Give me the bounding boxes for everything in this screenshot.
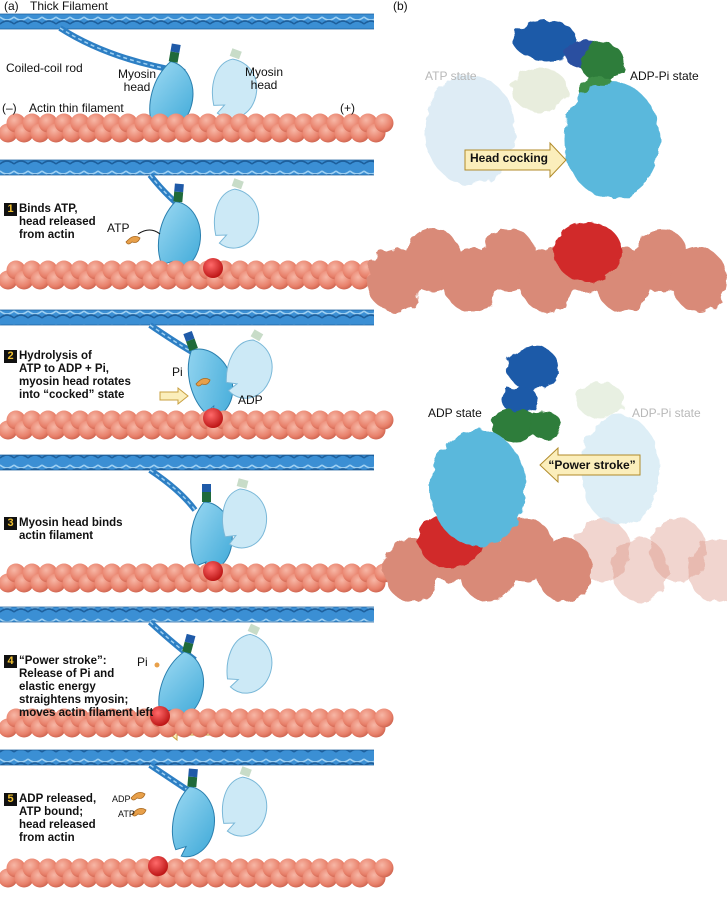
light-chain <box>169 51 180 62</box>
adp-molecule <box>131 792 145 800</box>
step-2-text: Hydrolysis of ATP to ADP + Pi, myosin he… <box>19 350 131 402</box>
head-cocking-label: Head cocking <box>468 151 550 165</box>
light-chain <box>170 43 180 52</box>
binding-arrow <box>138 230 160 234</box>
step-4-pi-label: Pi <box>137 656 148 669</box>
myosin-binding-site <box>203 408 223 428</box>
myosin-head <box>156 183 205 274</box>
myosin-head-partner <box>213 764 279 843</box>
phosphate <box>155 663 160 668</box>
actin-structure <box>367 228 727 312</box>
step-4-text: “Power stroke”: Release of Pi and elasti… <box>19 655 153 720</box>
thick-filament <box>0 310 374 325</box>
light-chain <box>240 766 252 777</box>
step-2-pi-label: Pi <box>172 366 183 379</box>
light-chain <box>248 624 260 635</box>
blue-light-chain <box>507 346 559 390</box>
green-light-chain <box>580 42 624 82</box>
step-1-atp-label: ATP <box>107 222 129 235</box>
step-2-adp-label: ADP <box>238 394 263 407</box>
light-chain <box>202 484 211 492</box>
actin-binding-site <box>554 222 622 282</box>
light-chain <box>237 478 249 488</box>
myosin-head-label-1: Myosin head <box>118 68 156 94</box>
adp-pi-ghost-neck <box>576 382 624 418</box>
myosin-binding-site <box>203 258 223 278</box>
step-5-atp-label: ATP <box>118 808 135 821</box>
thick-filament <box>0 14 374 29</box>
step-5-text: ADP released, ATP bound; head released f… <box>19 793 96 845</box>
actin-filament <box>0 856 394 888</box>
panel-a <box>0 14 394 888</box>
step-5-adp-label: ADP <box>112 793 131 806</box>
atp-state-ghost-neck <box>512 68 568 112</box>
step-2-number: 2 <box>4 350 17 363</box>
myosin-head-partner <box>205 176 271 255</box>
actin-monomer <box>375 411 394 430</box>
thick-filament <box>0 160 374 175</box>
actin-thin-filament-label: Actin thin filament <box>29 102 124 115</box>
step-4-number: 4 <box>4 655 17 668</box>
myosin-head-label-2: Myosin head <box>245 66 283 92</box>
panel-b <box>367 20 727 602</box>
power-stroke-label: “Power stroke” <box>542 458 642 472</box>
actin-filament <box>0 258 394 290</box>
step-1-number: 1 <box>4 203 17 216</box>
light-chain <box>202 492 211 502</box>
light-chain <box>174 184 184 193</box>
light-chain <box>173 191 183 202</box>
thick-filament <box>0 750 374 765</box>
thick-filament-label: Thick Filament <box>30 0 108 13</box>
panel-a-label: (a) <box>4 0 19 13</box>
myosin-binding-site <box>203 561 223 581</box>
step-1-text: Binds ATP, head released from actin <box>19 203 96 242</box>
myosin-head-partner <box>216 621 286 701</box>
actin-subunit <box>671 248 727 312</box>
panel-b-label: (b) <box>393 0 408 13</box>
actin-filament <box>0 408 394 440</box>
adp-pi-state-top-label: ADP-Pi state <box>630 70 699 83</box>
atp-state-label: ATP state <box>425 70 477 83</box>
plus-end-label: (+) <box>340 102 355 115</box>
coiled-coil-rod-label: Coiled-coil rod <box>6 62 83 75</box>
light-chain <box>251 329 264 341</box>
minus-end-label: (–) <box>2 102 17 115</box>
light-chain <box>187 776 197 787</box>
direction-arrow <box>160 388 188 404</box>
step-5-number: 5 <box>4 793 17 806</box>
thick-filament <box>0 455 374 470</box>
actin-monomer <box>375 709 394 728</box>
step-3-text: Myosin head binds actin filament <box>19 517 123 543</box>
thick-filament <box>0 607 374 622</box>
coiled-coil-rod <box>150 470 195 510</box>
step-3-number: 3 <box>4 517 17 530</box>
actin-filament <box>0 114 394 143</box>
myosin-motor-domain <box>430 430 526 546</box>
adp-state-label: ADP state <box>428 407 482 420</box>
myosin-binding-site <box>148 856 168 876</box>
light-chain <box>188 769 198 778</box>
light-chain <box>232 178 244 189</box>
green-light-chain <box>529 411 561 439</box>
atp-molecule <box>126 236 140 244</box>
adp-pi-state-bottom-label: ADP-Pi state <box>632 407 701 420</box>
actin-monomer <box>375 859 394 878</box>
myosin-motor-domain <box>564 82 660 198</box>
actin-monomer <box>375 114 394 133</box>
actin-filament <box>0 561 394 593</box>
light-chain <box>230 48 242 59</box>
